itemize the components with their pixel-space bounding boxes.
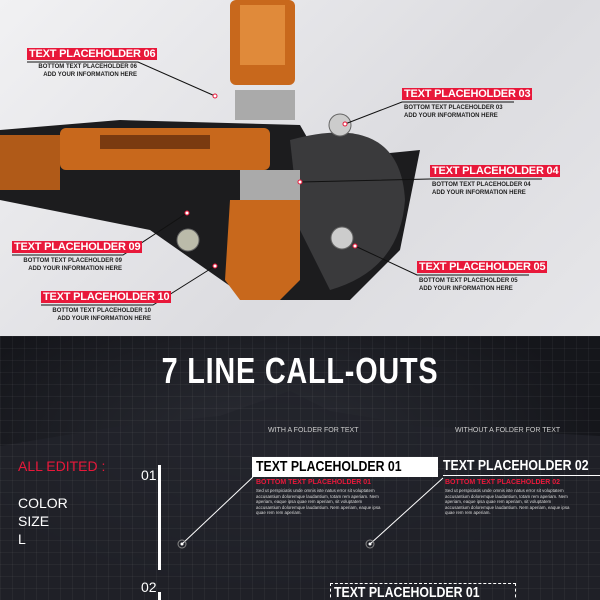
demo-callout-01-title: TEXT PLACEHOLDER 01 <box>252 457 438 477</box>
callout-line: ADD YOUR INFORMATION HERE <box>419 286 513 292</box>
callout-09-text: BOTTOM TEXT PLACEHOLDER 09 ADD YOUR INFOR… <box>23 257 122 273</box>
row-number-02: 02 <box>141 579 157 595</box>
callout-line: BOTTOM TEXT PLACEHOLDER 05 <box>419 278 518 284</box>
title-text: TEXT PLACEHOLDER 01 <box>334 584 480 600</box>
header-without-folder: WITHOUT A FOLDER FOR TEXT <box>455 427 561 434</box>
all-edited-heading: ALL EDITED : <box>18 458 106 474</box>
callout-09-title: TEXT PLACEHOLDER 09 <box>12 241 143 253</box>
callout-05-title: TEXT PLACEHOLDER 05 <box>417 261 548 273</box>
callout-line: BOTTOM TEXT PLACEHOLDER 09 <box>23 258 122 264</box>
demo-leader-lines <box>177 476 444 549</box>
callout-line: ADD YOUR INFORMATION HERE <box>404 113 498 119</box>
binding-product-image <box>0 0 405 300</box>
callout-10-title: TEXT PLACEHOLDER 10 <box>41 291 172 303</box>
demo-callout-02-subtitle: BOTTOM TEXT PLACEHOLDER 02 <box>445 479 560 486</box>
callout-line: BOTTOM TEXT PLACEHOLDER 10 <box>52 308 151 314</box>
callout-line: BOTTOM TEXT PLACEHOLDER 06 <box>38 64 137 70</box>
row-divider <box>158 465 161 570</box>
callout-line: ADD YOUR INFORMATION HERE <box>28 266 122 272</box>
page-title: 7 LINE CALL-OUTS <box>0 350 600 392</box>
callout-03-text: BOTTOM TEXT PLACEHOLDER 03 ADD YOUR INFOR… <box>404 104 503 120</box>
demo-callout-03-title: TEXT PLACEHOLDER 01 <box>330 583 516 600</box>
product-photo-section: TEXT PLACEHOLDER 06 BOTTOM TEXT PLACEHOL… <box>0 0 600 336</box>
demo-callout-02-body: Sed ut perspiciatis unde omnis iste natu… <box>445 488 570 516</box>
demo-callout-01-body: Sed ut perspiciatis unde omnis iste natu… <box>256 488 381 516</box>
callout-03-title: TEXT PLACEHOLDER 03 <box>402 88 533 100</box>
callout-04-title: TEXT PLACEHOLDER 04 <box>430 165 561 177</box>
callout-line: ADD YOUR INFORMATION HERE <box>57 316 151 322</box>
title-text: 7 LINE CALL-OUTS <box>161 350 439 391</box>
callout-06-text: BOTTOM TEXT PLACEHOLDER 06 ADD YOUR INFOR… <box>38 63 137 79</box>
title-text: TEXT PLACEHOLDER 01 <box>256 458 402 475</box>
callout-06-title: TEXT PLACEHOLDER 06 <box>27 48 158 60</box>
header-with-folder: WITH A FOLDER FOR TEXT <box>268 427 359 434</box>
callout-10-text: BOTTOM TEXT PLACEHOLDER 10 ADD YOUR INFOR… <box>52 307 151 323</box>
demo-callout-02-title: TEXT PLACEHOLDER 02 <box>443 457 600 476</box>
feature-size: SIZE <box>18 513 50 529</box>
feature-l: L <box>18 531 26 547</box>
callout-05-text: BOTTOM TEXT PLACEHOLDER 05 ADD YOUR INFOR… <box>419 277 518 293</box>
callout-line: ADD YOUR INFORMATION HERE <box>43 72 137 78</box>
title-text: TEXT PLACEHOLDER 02 <box>443 457 589 474</box>
callout-line: BOTTOM TEXT PLACEHOLDER 04 <box>432 182 531 188</box>
demo-section: 7 LINE CALL-OUTS WITH A FOLDER FOR TEXT … <box>0 336 600 600</box>
callout-line: BOTTOM TEXT PLACEHOLDER 03 <box>404 105 503 111</box>
mountain-background <box>0 391 600 600</box>
feature-color: COLOR <box>18 495 68 511</box>
callout-line: ADD YOUR INFORMATION HERE <box>432 190 526 196</box>
callout-04-text: BOTTOM TEXT PLACEHOLDER 04 ADD YOUR INFOR… <box>432 181 531 197</box>
row-divider <box>158 592 161 600</box>
demo-callout-01-subtitle: BOTTOM TEXT PLACEHOLDER 01 <box>256 479 371 486</box>
row-number-01: 01 <box>141 467 157 483</box>
